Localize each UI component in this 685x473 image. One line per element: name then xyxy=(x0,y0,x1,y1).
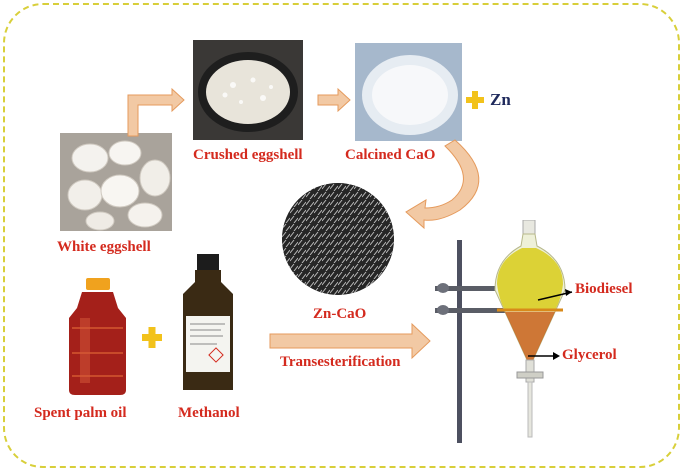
arrow-eggshell-to-crushed xyxy=(127,87,185,137)
zn-cao-sem-image xyxy=(282,183,394,295)
label-crushed-eggshell: Crushed eggshell xyxy=(193,147,303,163)
arrow-calcined-to-zncao xyxy=(405,139,480,230)
label-zn-cao: Zn-CaO xyxy=(313,306,367,322)
calcined-cao-photo xyxy=(355,43,462,141)
label-transesterification: Transesterification xyxy=(280,354,401,370)
plus-zn-icon xyxy=(466,91,484,109)
separatory-funnel-apparatus xyxy=(425,220,585,445)
label-calcined-cao: Calcined CaO xyxy=(345,147,436,163)
plus-oil-methanol-icon xyxy=(142,327,162,348)
biodiesel-pointer-head xyxy=(565,289,572,296)
arrow-transesterification xyxy=(269,322,431,360)
white-eggshell-photo xyxy=(60,133,172,231)
label-methanol: Methanol xyxy=(178,405,240,421)
label-biodiesel: Biodiesel xyxy=(575,281,633,297)
arrow-crushed-to-calcined xyxy=(317,87,351,113)
methanol-bottle xyxy=(177,254,239,394)
label-white-eggshell: White eggshell xyxy=(57,239,151,255)
label-zn: Zn xyxy=(490,90,511,109)
glycerol-pointer-head xyxy=(553,352,560,360)
spent-palm-oil-bottle xyxy=(60,278,135,396)
crushed-eggshell-photo xyxy=(193,40,303,140)
label-glycerol: Glycerol xyxy=(562,347,617,363)
dashed-frame xyxy=(3,3,680,468)
label-spent-palm-oil: Spent palm oil xyxy=(34,405,127,421)
